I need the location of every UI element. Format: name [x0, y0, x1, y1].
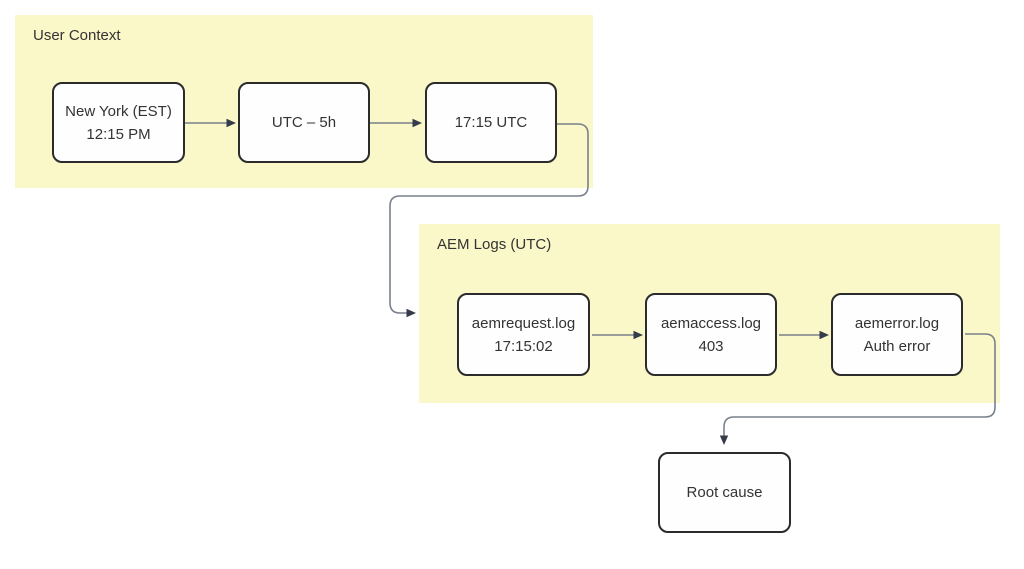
node-new-york-line2: 12:15 PM — [86, 125, 151, 143]
group-user-context-label: User Context — [33, 27, 121, 44]
node-aemrequest-line1: aemrequest.log — [471, 314, 576, 332]
node-new-york: New York (EST) 12:15 PM — [52, 82, 185, 163]
node-aemaccess-line2: 403 — [698, 337, 724, 355]
edge-aemerror-to-rootcause — [719, 333, 996, 445]
node-aemaccess-line1: aemaccess.log — [660, 314, 762, 332]
node-aemerror: aemerror.log Auth error — [831, 293, 963, 376]
node-aemrequest-line2: 17:15:02 — [494, 337, 553, 355]
node-aemerror-line2: Auth error — [863, 337, 931, 355]
node-utc-offset: UTC – 5h — [238, 82, 370, 163]
node-utc-time-line1: 17:15 UTC — [454, 114, 528, 131]
node-new-york-line1: New York (EST) — [65, 102, 172, 120]
node-aemerror-line1: aemerror.log — [854, 314, 940, 332]
node-aemrequest: aemrequest.log 17:15:02 — [457, 293, 590, 376]
node-aemaccess: aemaccess.log 403 — [645, 293, 777, 376]
node-root-cause-line1: Root cause — [686, 484, 763, 501]
node-root-cause: Root cause — [658, 452, 791, 533]
node-utc-time: 17:15 UTC — [425, 82, 557, 163]
node-utc-offset-line1: UTC – 5h — [271, 114, 337, 131]
edge-utctime-to-aemlogs — [389, 123, 589, 318]
group-aem-logs-label: AEM Logs (UTC) — [437, 236, 552, 253]
